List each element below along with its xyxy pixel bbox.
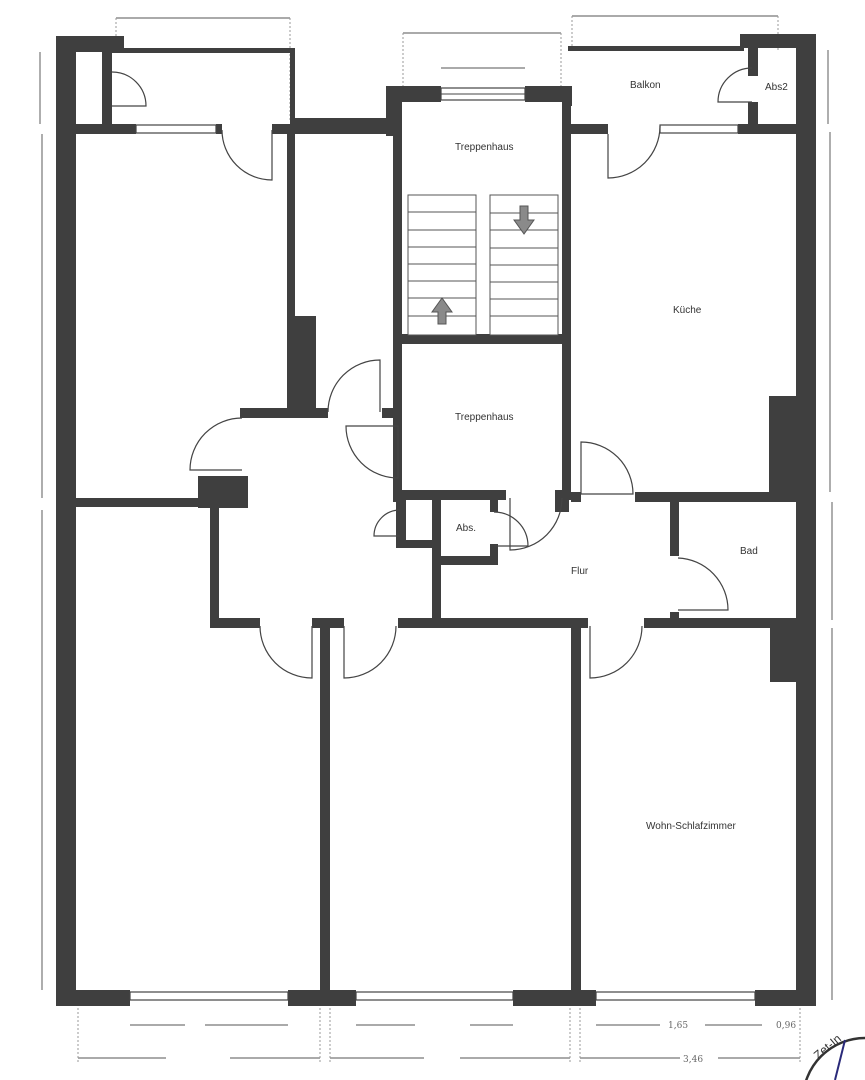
interior-walls <box>76 48 803 994</box>
room-label-abs2: Abs2 <box>765 82 788 93</box>
room-label-bad: Bad <box>740 546 758 557</box>
room-labels: Treppenhaus Treppenhaus Balkon Abs2 Küch… <box>455 80 788 832</box>
window-stairwell <box>440 87 526 101</box>
room-label-flur: Flur <box>571 566 589 577</box>
doors <box>111 67 753 679</box>
dimension-room-width: 3,46 <box>683 1055 703 1065</box>
room-label-balkon: Balkon <box>630 80 661 91</box>
room-label-treppenhaus-lower: Treppenhaus <box>455 412 514 423</box>
stamp-text: Zet-In <box>811 1031 844 1062</box>
room-label-treppenhaus-upper: Treppenhaus <box>455 142 514 153</box>
room-label-wohn-schlafzimmer: Wohn-Schlafzimmer <box>646 821 737 832</box>
dimension-pier-width: 0,96 <box>776 1021 796 1031</box>
dimension-lines <box>39 15 833 1062</box>
room-label-kueche: Küche <box>673 305 702 316</box>
bottom-windows <box>129 991 756 1001</box>
room-label-abs: Abs. <box>456 523 476 534</box>
down-arrow-icon <box>513 205 535 235</box>
staircase <box>407 194 559 336</box>
dimension-window-width: 1,65 <box>668 1021 688 1031</box>
outer-walls <box>56 34 816 1006</box>
up-arrow-icon <box>431 297 453 325</box>
stamp: Zet-In <box>804 1031 865 1080</box>
